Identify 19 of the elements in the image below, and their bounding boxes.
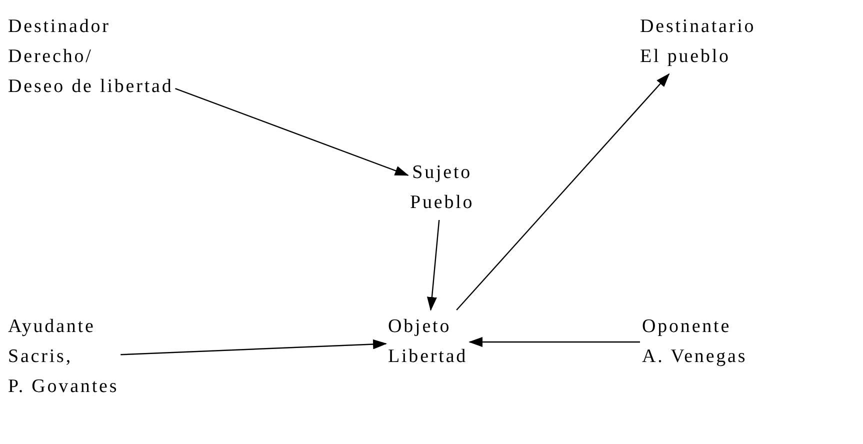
- arrow: [468, 337, 640, 347]
- role-text: A. Venegas: [642, 345, 748, 369]
- role-heading: Destinador: [8, 15, 112, 39]
- role-text: Pueblo: [410, 191, 474, 215]
- role-heading: Ayudante: [8, 315, 96, 339]
- role-text: Derecho/: [8, 45, 94, 69]
- arrow: [426, 220, 440, 311]
- role-text: Sacris,: [8, 345, 74, 369]
- role-text: Libertad: [388, 345, 468, 369]
- arrow: [120, 339, 387, 356]
- role-heading: Sujeto: [411, 161, 474, 185]
- role-text: El pueblo: [640, 45, 732, 69]
- arrow: [175, 88, 409, 176]
- role-heading: Objeto: [388, 315, 452, 339]
- role-text: P. Govantes: [8, 375, 119, 399]
- role-heading: Destinatario: [640, 15, 756, 39]
- role-heading: Oponente: [642, 315, 732, 339]
- arrow: [456, 73, 670, 310]
- role-text: Deseo de libertad: [8, 75, 174, 99]
